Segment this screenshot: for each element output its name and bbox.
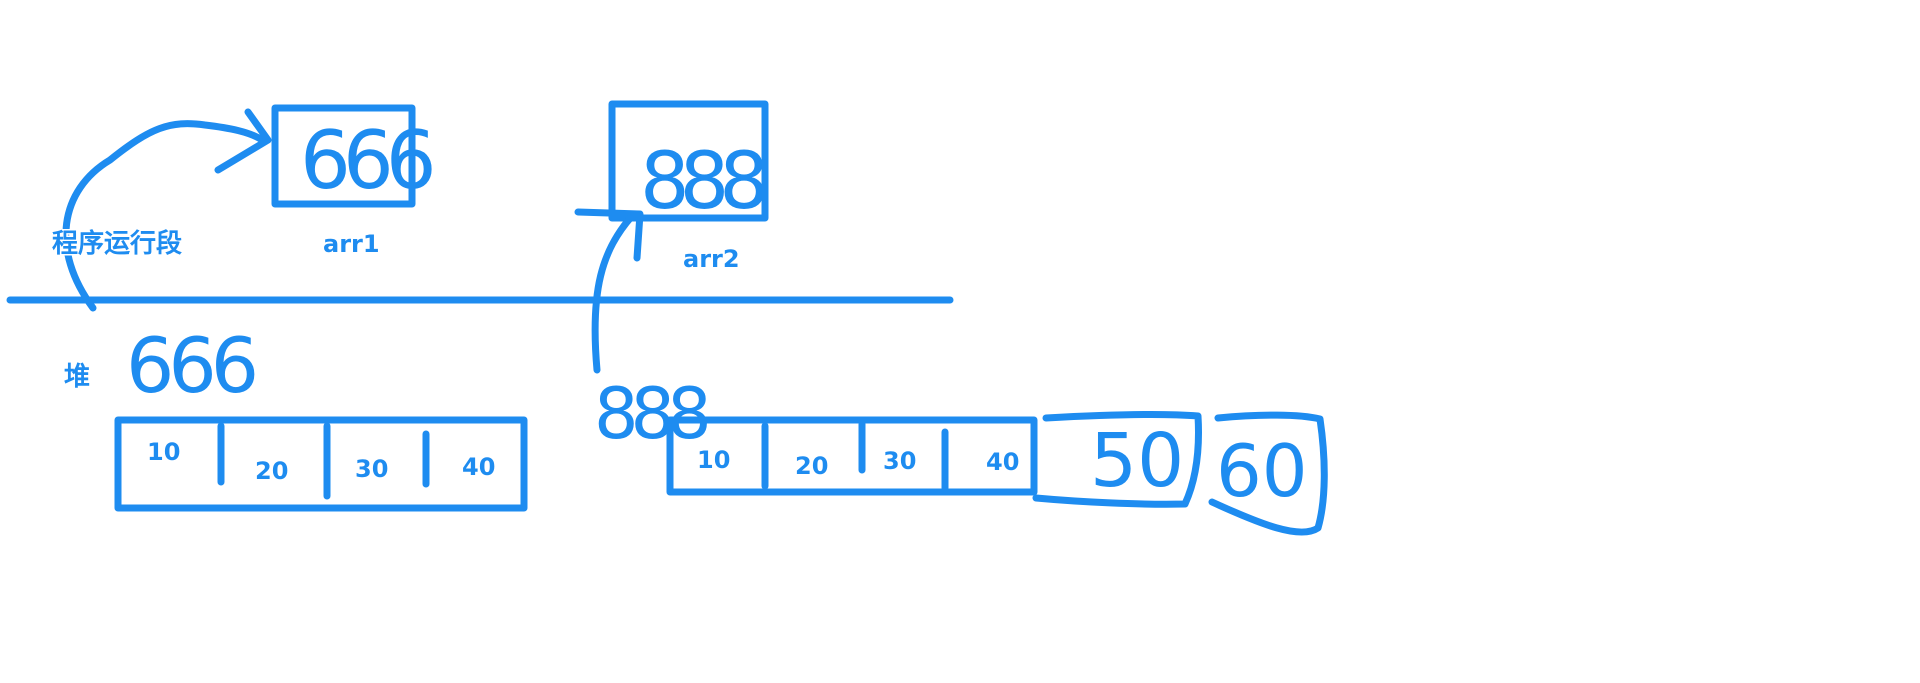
heap-array-1-cell: 30 [355, 455, 388, 483]
arr2-pointer-line [574, 208, 644, 262]
arr2-label: arr2 [683, 245, 740, 273]
arr1-value: 666 [300, 114, 432, 207]
heap-label: 堆 [64, 362, 90, 392]
extension-cell-50 [1032, 411, 1202, 508]
heap-array-2 [666, 416, 1038, 496]
heap-address-1: 666 [126, 321, 255, 410]
heap-array-1-cell: 10 [147, 438, 180, 466]
arr1-pointer-arrow [62, 120, 266, 312]
extension-cell-60-value: 60 [1216, 429, 1308, 513]
heap-array-1 [114, 416, 528, 512]
heap-array-2-cell: 30 [883, 447, 916, 475]
arr1-arrow-head [214, 108, 272, 174]
arr1-box [271, 104, 416, 208]
heap-array-2-cell: 10 [697, 446, 730, 474]
heap-array-2-cell: 40 [986, 448, 1019, 476]
heap-address-2: 888 [594, 373, 707, 455]
extension-cell-50-value: 50 [1090, 418, 1184, 504]
arr2-value: 888 [640, 137, 764, 227]
heap-array-1-cell: 40 [462, 453, 495, 481]
extension-cell-60 [1208, 411, 1328, 536]
arr2-box [608, 100, 769, 222]
heap-array-2-cell: 20 [795, 452, 828, 480]
arr2-pointer-curve [591, 212, 636, 374]
arr1-label: arr1 [323, 230, 380, 258]
heap-array-1-cell: 20 [255, 457, 288, 485]
program-segment-label: 程序运行段 [52, 228, 182, 259]
